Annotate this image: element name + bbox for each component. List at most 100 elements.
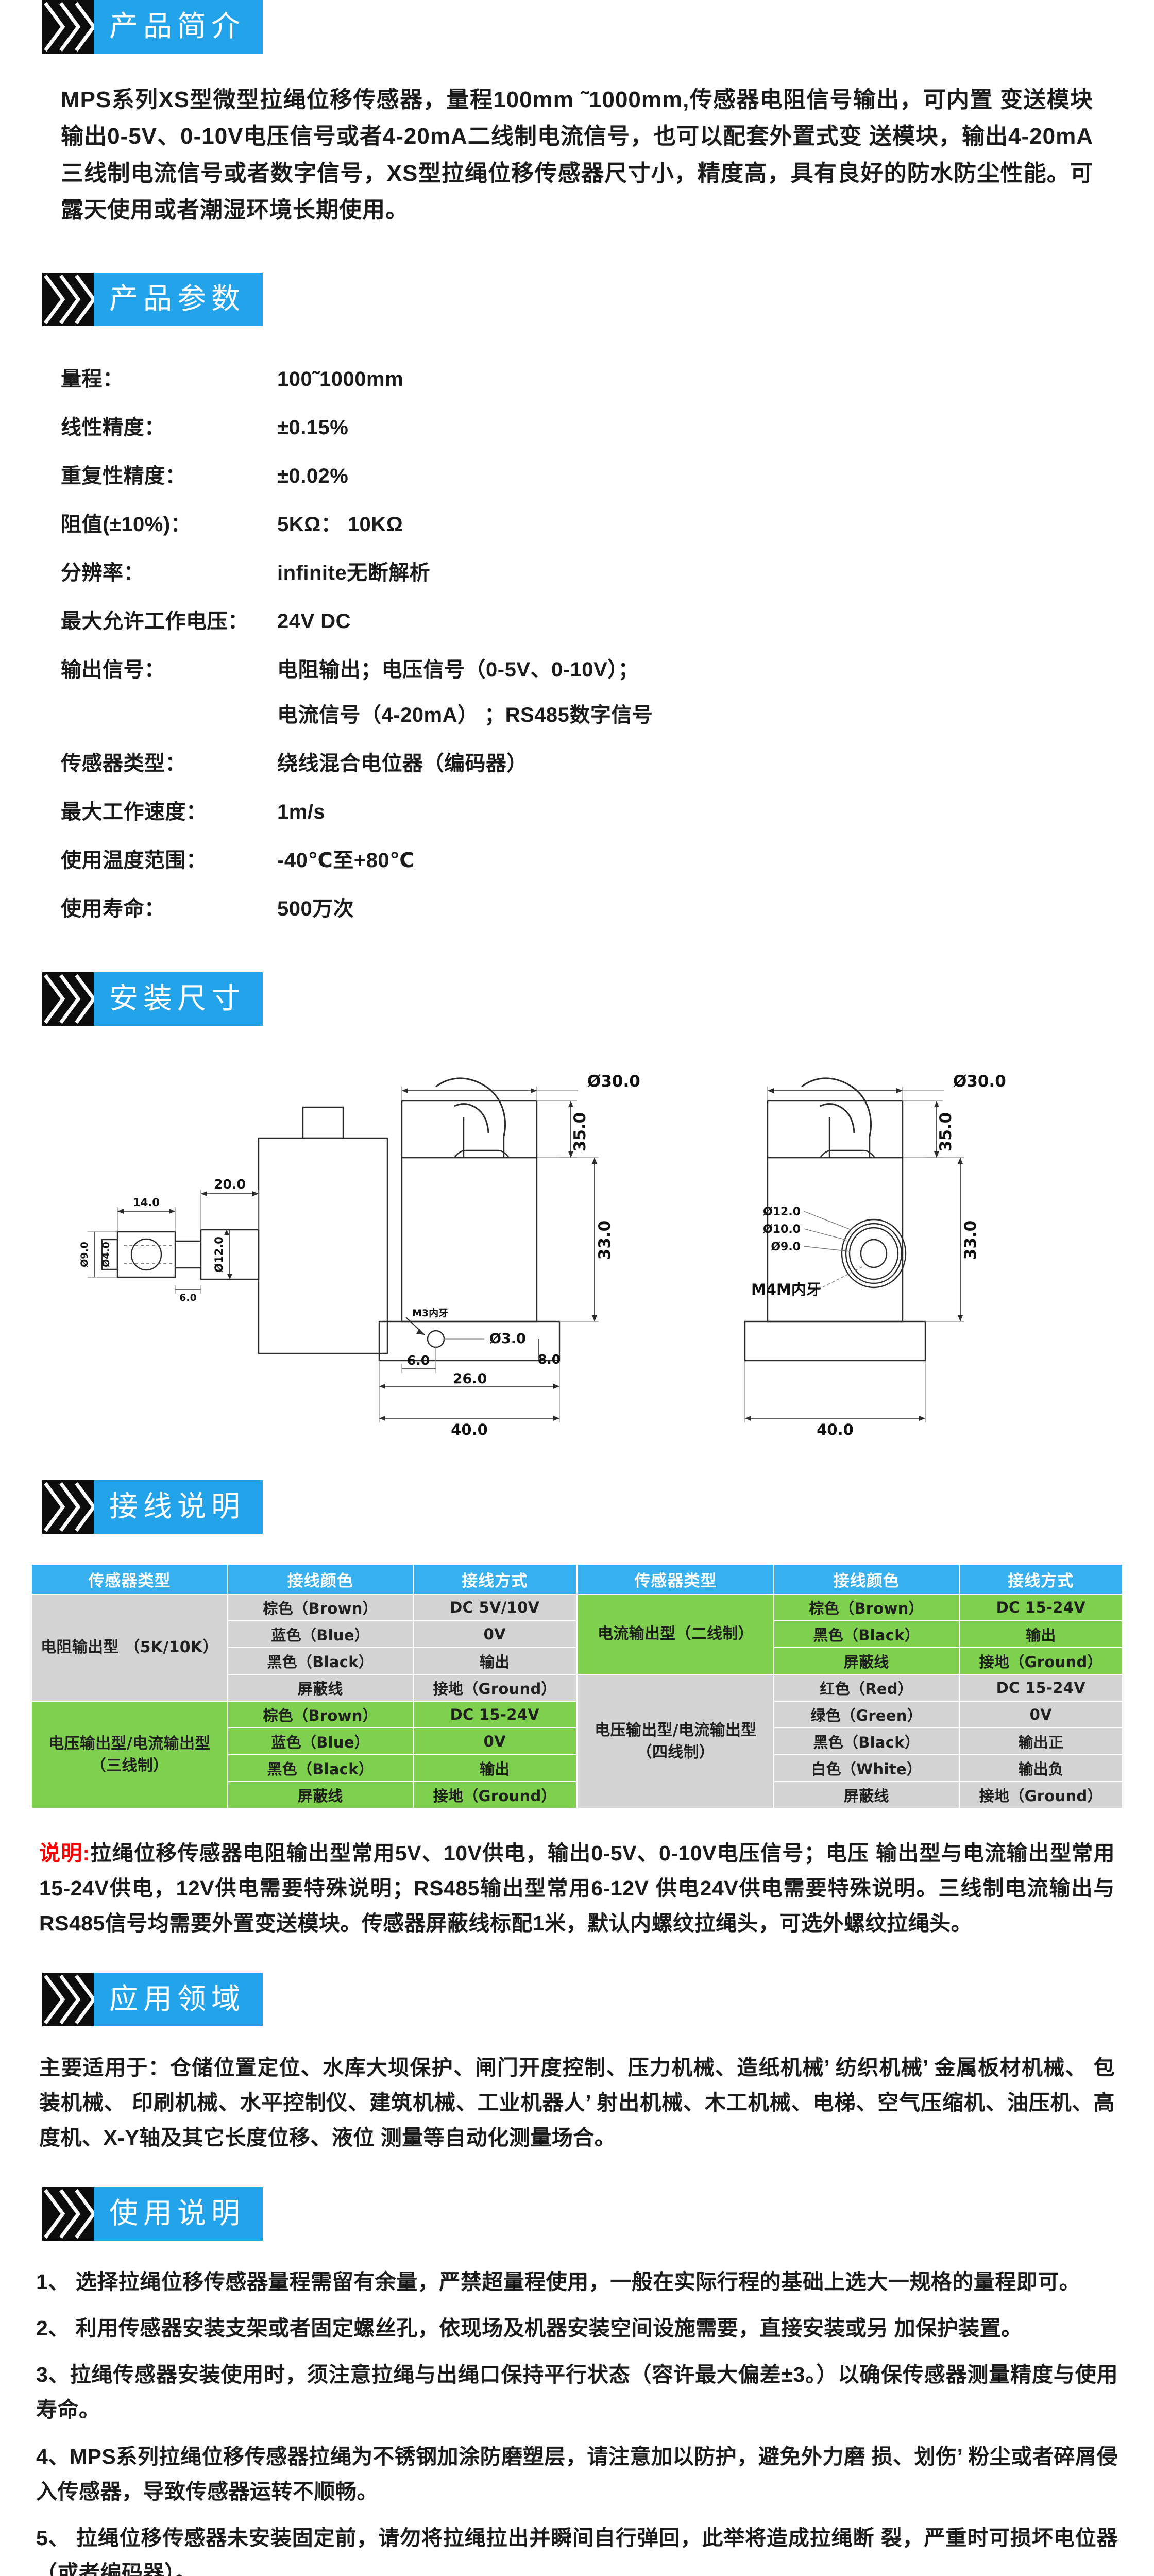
cell-wire-color: 黑色（Black）: [773, 1620, 960, 1649]
col-header-mode: 接线方式: [958, 1564, 1124, 1595]
section-title-applications: 应用领域: [94, 1973, 263, 2027]
section-title-wiring: 接线说明: [94, 1480, 263, 1534]
section-banner-usage: 使用说明: [42, 2187, 1154, 2241]
param-row: 使用温度范围： -40℃至+80℃: [61, 843, 1154, 873]
param-value-line1: 电阻输出；电压信号（0-5V、0-10V）；: [277, 658, 639, 682]
table-row: 屏蔽线 接地（Ground）: [578, 1781, 1124, 1809]
applications-body: 主要适用于：仓储位置定位、水库大坝保护、闸门开度控制、压力机械、造纸机械’ 纺织…: [39, 2050, 1115, 2155]
cell-wire-mode: 接地（Ground）: [958, 1781, 1124, 1809]
param-value: 500万次: [277, 897, 354, 921]
usage-item: 4、MPS系列拉绳位移传感器拉绳为不锈钢加涂防磨塑层，请注意加以防护，避免外力磨…: [36, 2444, 1118, 2503]
cell-wire-mode: DC 15-24V: [958, 1674, 1124, 1702]
col-header-color: 接线颜色: [227, 1564, 414, 1595]
param-row: 使用寿命： 500万次: [61, 892, 1154, 922]
section-title-usage: 使用说明: [94, 2187, 263, 2241]
cell-wire-color: 棕色（Brown）: [227, 1701, 414, 1729]
param-key: 分辨率：: [61, 562, 144, 585]
intro-paragraph: MPS系列XS型微型拉绳位移传感器，量程100mm ˜1000mm,传感器电阻信…: [61, 87, 1093, 223]
table-row: 黑色（Black） 输出: [31, 1647, 578, 1675]
cell-wire-color: 黑色（Black）: [773, 1727, 960, 1756]
cell-wire-color: 屏蔽线: [227, 1674, 414, 1702]
dim-label-dia30-left: Ø30.0: [587, 1072, 640, 1091]
param-value: 绕线混合电位器（编码器）: [277, 752, 528, 775]
param-key: 量程：: [61, 368, 124, 391]
param-value: -40℃至+80℃: [277, 849, 415, 872]
chevron-icon: [42, 1480, 94, 1534]
param-value-line2: 电流信号（4-20mA） ；RS485数字信号: [277, 704, 653, 727]
section-banner-wiring: 接线说明: [42, 1480, 1154, 1534]
table-row: 黑色（Black） 输出: [578, 1620, 1124, 1649]
cell-wire-color: 屏蔽线: [227, 1781, 414, 1809]
note-label: 说明:: [39, 1841, 90, 1866]
section-banner-params: 产品参数: [42, 273, 1154, 327]
dim-label-dia4-side: Ø4.0: [100, 1242, 112, 1267]
param-key: 重复性精度：: [61, 465, 186, 488]
chevron-icon: [42, 1973, 94, 2027]
dim-label-40-right: 40.0: [817, 1421, 854, 1438]
table-row: 绿色（Green） 0V: [578, 1701, 1124, 1729]
cell-wire-mode: 接地（Ground）: [412, 1781, 578, 1809]
wiring-tables: 传感器类型 接线颜色 接线方式 电阻输出型 （5K/10K） 棕色（Brown）…: [31, 1564, 1124, 1809]
wiring-table-left: 传感器类型 接线颜色 接线方式 电阻输出型 （5K/10K） 棕色（Brown）…: [31, 1564, 578, 1809]
param-row: 最大工作速度： 1m/s: [61, 795, 1154, 825]
section-title-intro: 产品简介: [94, 0, 263, 54]
wiring-note: 说明:拉绳位移传感器电阻输出型常用5V、10V供电，输出0-5V、0-10V电压…: [39, 1836, 1115, 1941]
dim-label-8-front: 8.0: [538, 1352, 561, 1367]
dim-label-14: 14.0: [133, 1196, 160, 1209]
cell-sensor-type: 电阻输出型 （5K/10K）: [31, 1594, 228, 1702]
cell-wire-color: 棕色（Brown）: [773, 1594, 960, 1622]
usage-item: 3、拉绳传感器安装使用时，须注意拉绳与出绳口保持平行状态（容许最大偏差±3。）以…: [36, 2363, 1118, 2422]
usage-item: 5、 拉绳位移传感器未安装固定前，请勿将拉绳拉出并瞬间自行弹回，此举将造成拉绳断…: [36, 2526, 1118, 2576]
cell-sensor-type: 电流输出型（二线制）: [577, 1594, 774, 1675]
col-header-color: 接线颜色: [773, 1564, 960, 1595]
param-key: 使用寿命：: [61, 897, 165, 921]
dim-label-33-left: 33.0: [596, 1221, 614, 1260]
dim-label-35-right: 35.0: [937, 1112, 955, 1152]
cell-wire-mode: 输出: [412, 1754, 578, 1783]
cell-wire-color: 白色（White）: [773, 1754, 960, 1783]
chevron-icon: [42, 273, 94, 327]
dim-label-dia10-right: Ø10.0: [763, 1223, 801, 1236]
dim-label-dia9-right: Ø9.0: [771, 1241, 801, 1253]
col-header-type: 传感器类型: [577, 1564, 774, 1595]
cell-sensor-type: 电压输出型/电流输出型（四线制）: [577, 1674, 774, 1809]
dim-label-26: 26.0: [453, 1371, 487, 1387]
dimension-drawing-svg: 14.0 20.0 Ø9.0 Ø4.0 6.0 Ø12.0 Ø30.0 35.0…: [79, 1072, 1006, 1438]
dim-label-20-left: 20.0: [214, 1177, 246, 1192]
param-key: 最大允许工作电压：: [61, 610, 249, 633]
cell-wire-color: 蓝色（Blue）: [227, 1727, 414, 1756]
applications-text: 主要适用于：仓储位置定位、水库大坝保护、闸门开度控制、压力机械、造纸机械’ 纺织…: [39, 2056, 1115, 2150]
parameter-list: 量程： 100˜1000mm 线性精度： ±0.15% 重复性精度： ±0.02…: [61, 362, 1154, 922]
chevron-icon: [42, 972, 94, 1026]
cell-wire-mode: 0V: [412, 1620, 578, 1649]
param-key: 使用温度范围：: [61, 849, 207, 872]
table-row: 黑色（Black） 输出: [31, 1754, 578, 1783]
table-row: 白色（White） 输出负: [578, 1754, 1124, 1783]
table-row: 黑色（Black） 输出正: [578, 1727, 1124, 1756]
section-banner-dimensions: 安装尺寸: [42, 972, 1154, 1026]
col-header-type: 传感器类型: [31, 1564, 228, 1595]
param-key: 最大工作速度：: [61, 801, 207, 824]
param-row: 线性精度： ±0.15%: [61, 411, 1154, 440]
cell-wire-color: 黑色（Black）: [227, 1754, 414, 1783]
usage-item: 2、 利用传感器安装支架或者固定螺丝孔，依现场及机器安装空间设施需要，直接安装或…: [36, 2316, 1023, 2341]
cell-wire-color: 蓝色（Blue）: [227, 1620, 414, 1649]
intro-body: MPS系列XS型微型拉绳位移传感器，量程100mm ˜1000mm,传感器电阻信…: [61, 81, 1093, 228]
param-key: 线性精度：: [61, 416, 165, 439]
param-key: 传感器类型：: [61, 752, 186, 775]
cell-wire-color: 红色（Red）: [773, 1674, 960, 1702]
param-value: ±0.15%: [277, 416, 349, 439]
cell-wire-color: 屏蔽线: [773, 1781, 960, 1809]
param-row: 阻值(±10%)： 5KΩ： 10KΩ: [61, 507, 1154, 537]
param-row: 重复性精度： ±0.02%: [61, 459, 1154, 489]
dim-label-6-small: 6.0: [179, 1292, 197, 1303]
param-row: 传感器类型： 绕线混合电位器（编码器）: [61, 747, 1154, 776]
param-value: 5KΩ： 10KΩ: [277, 513, 403, 536]
table-row: 屏蔽线 接地（Ground）: [31, 1781, 578, 1809]
technical-drawing: 14.0 20.0 Ø9.0 Ø4.0 6.0 Ø12.0 Ø30.0 35.0…: [0, 1057, 1154, 1448]
param-value: 电阻输出；电压信号（0-5V、0-10V）； 电流信号（4-20mA） ；RS4…: [277, 653, 653, 728]
section-title-dimensions: 安装尺寸: [94, 972, 263, 1026]
table-row: 屏蔽线 接地（Ground）: [31, 1674, 578, 1702]
cell-wire-mode: 输出负: [958, 1754, 1124, 1783]
dim-label-dia12-right: Ø12.0: [763, 1206, 801, 1218]
